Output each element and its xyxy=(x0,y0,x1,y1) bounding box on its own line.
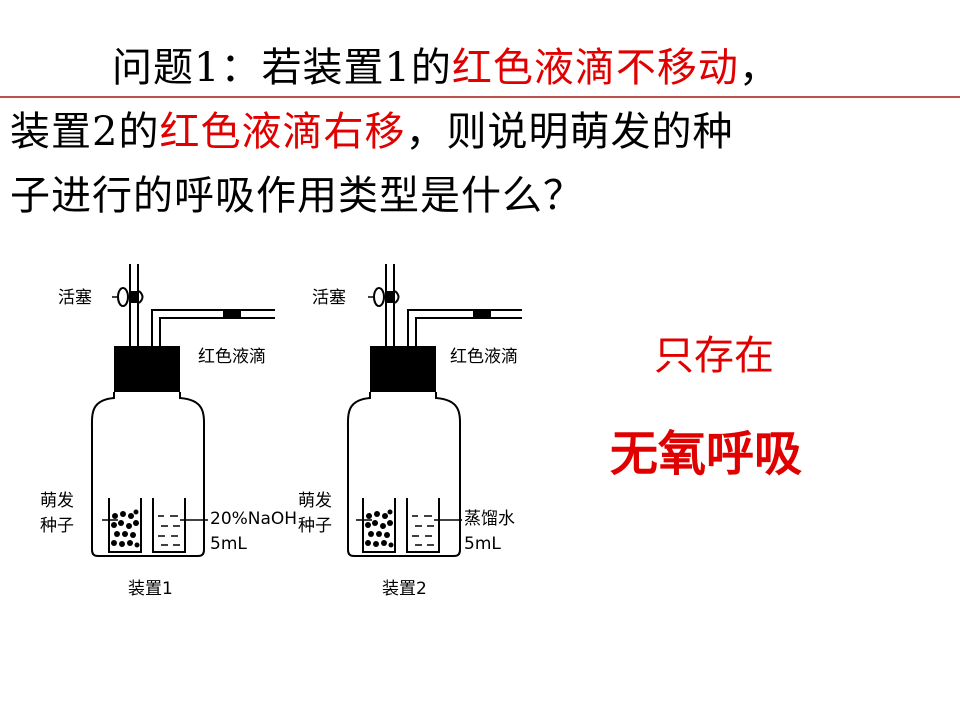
question-line-3: 子进行的呼吸作用类型是什么？ xyxy=(10,164,910,228)
device-2-bent-tube-inner xyxy=(407,309,522,346)
device-2-red-drop xyxy=(473,310,491,318)
apparatus-diagram: 活塞 红色液滴 萌发 种子 20%NaOH 5mL 装置1 xyxy=(30,250,540,620)
question-text: 问题1：若装置1的红色液滴不移动， 装置2的红色液滴右移，则说明萌发的种 子进行… xyxy=(10,36,910,228)
device-1-red-drop xyxy=(223,310,241,318)
device-1-seeds-label-line1: 萌发 xyxy=(40,491,74,511)
device-2: 活塞 红色液滴 萌发 种子 蒸馏水 5mL 装置2 xyxy=(298,264,522,599)
device-1-seeds xyxy=(111,509,140,548)
device-2-bent-tube-outer xyxy=(415,317,522,346)
device-1-bottle xyxy=(90,392,206,557)
apparatus-svg: 活塞 红色液滴 萌发 种子 20%NaOH 5mL 装置1 xyxy=(40,264,522,599)
device-1-seed-beaker xyxy=(108,498,142,553)
device-1-stopcock-label: 活塞 xyxy=(58,288,92,308)
device-2-stopper xyxy=(370,346,436,392)
device-2-name: 装置2 xyxy=(382,579,427,599)
device-1-seeds-label-line2: 种子 xyxy=(40,516,74,536)
device-2-seeds-label-line2: 种子 xyxy=(298,516,332,536)
question-line-2: 装置2的红色液滴右移，则说明萌发的种 xyxy=(10,100,910,164)
device-1-bent-tube-outer xyxy=(159,317,275,346)
question-part-6: ，则说明萌发的种 xyxy=(405,109,734,155)
device-1-liquid-label-line1: 20%NaOH xyxy=(210,509,297,529)
device-2-stopcock-icon xyxy=(368,287,400,307)
device-2-liquid-label-line2: 5mL xyxy=(464,534,501,554)
device-2-liquid-label-line1: 蒸馏水 xyxy=(464,509,515,529)
question-part-4: 装置2的 xyxy=(10,109,160,155)
device-2-stopcock-label: 活塞 xyxy=(312,288,346,308)
question-part-7: 子进行的呼吸作用类型是什么？ xyxy=(10,173,584,219)
answer-line-2: 无氧呼吸 xyxy=(610,426,803,482)
device-1-liquid-beaker xyxy=(152,498,186,553)
title-underline xyxy=(0,96,960,98)
device-1: 活塞 红色液滴 萌发 种子 20%NaOH 5mL 装置1 xyxy=(40,264,297,599)
device-2-seeds-label-line1: 萌发 xyxy=(298,491,332,511)
device-2-bottle xyxy=(346,392,462,557)
question-part-3: ， xyxy=(738,45,780,91)
device-1-liquid xyxy=(158,515,180,546)
question-highlight-2: 红色液滴右移 xyxy=(159,109,406,155)
question-highlight-1: 红色液滴不移动 xyxy=(451,45,739,91)
device-1-bent-tube-inner xyxy=(151,309,275,346)
device-1-red-drop-label: 红色液滴 xyxy=(198,347,266,367)
answer-line-1: 只存在 xyxy=(654,333,774,379)
device-1-stopper xyxy=(114,346,180,392)
device-2-seeds xyxy=(365,509,394,548)
device-2-liquid-beaker xyxy=(406,498,440,553)
device-2-liquid xyxy=(412,515,434,546)
device-1-name: 装置1 xyxy=(128,579,173,599)
device-1-stopcock-icon xyxy=(112,287,144,307)
question-part-1: 问题1：若装置1的 xyxy=(112,45,452,91)
device-2-red-drop-label: 红色液滴 xyxy=(450,347,518,367)
device-2-seed-beaker xyxy=(362,498,396,553)
question-line-1: 问题1：若装置1的红色液滴不移动， xyxy=(10,36,910,100)
device-1-liquid-label-line2: 5mL xyxy=(210,534,247,554)
